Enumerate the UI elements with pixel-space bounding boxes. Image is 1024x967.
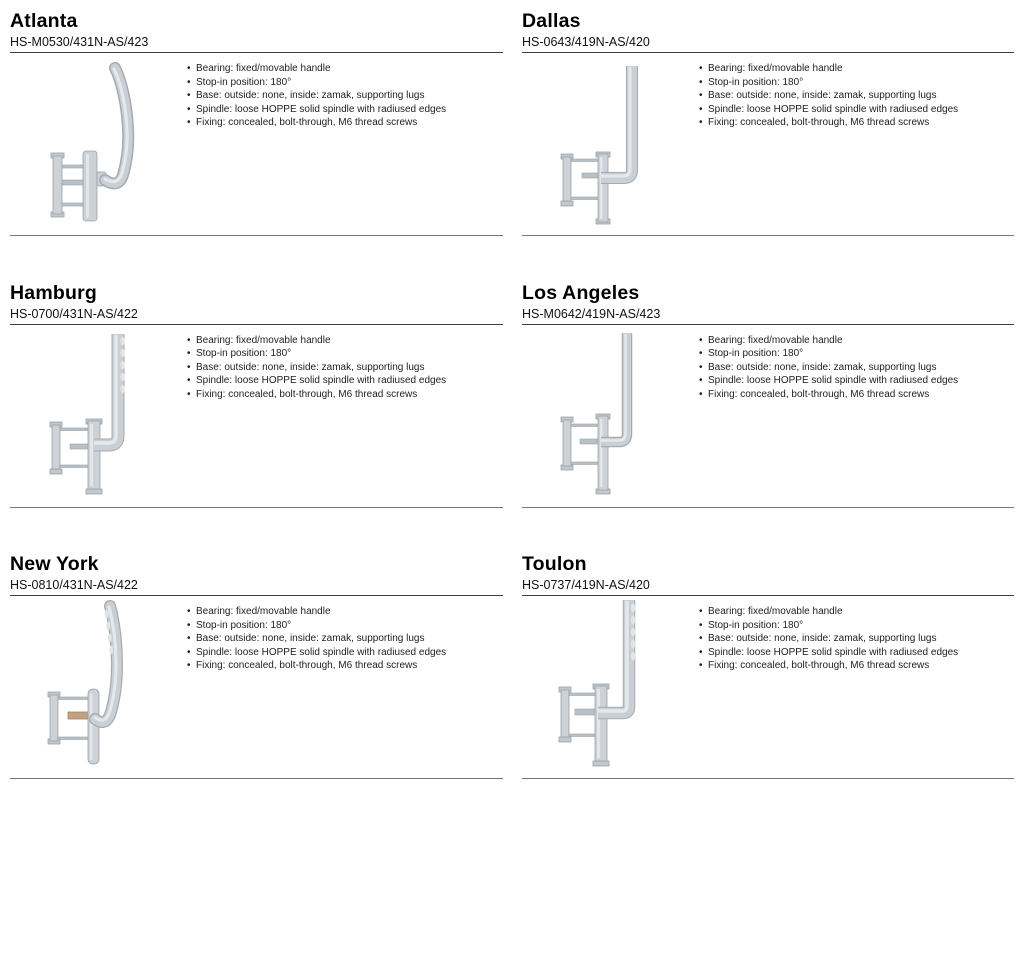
spec-stop-in-position: Stop-in position: 180° xyxy=(187,347,446,361)
product-card-atlanta: Atlanta HS-M0530/431N-AS/423 xyxy=(10,10,503,236)
section-divider xyxy=(522,506,1014,508)
spec-base: Base: outside: none, inside: zamak, supp… xyxy=(699,89,958,103)
section-divider xyxy=(10,506,503,508)
product-card-los-angeles: Los Angeles HS-M0642/419N-AS/423 xyxy=(522,282,1014,508)
section-divider xyxy=(522,778,1014,779)
spec-base: Base: outside: none, inside: zamak, supp… xyxy=(699,632,958,646)
spec-spindle: Spindle: loose HOPPE solid spindle with … xyxy=(699,103,958,117)
grip-handle-image xyxy=(49,333,125,494)
product-photo xyxy=(10,596,187,778)
spec-base: Base: outside: none, inside: zamak, supp… xyxy=(187,89,446,103)
product-name: Toulon xyxy=(522,553,587,575)
product-photo xyxy=(522,325,699,507)
product-photo xyxy=(10,325,187,507)
header-rule xyxy=(10,323,503,325)
product-name: Los Angeles xyxy=(522,281,640,304)
spec-bearing: Bearing: fixed/movable handle xyxy=(699,605,958,619)
section-divider xyxy=(10,235,503,236)
spec-list: Bearing: fixed/movable handle Stop-in po… xyxy=(187,62,446,235)
spec-fixing: Fixing: concealed, bolt-through, M6 thre… xyxy=(187,116,446,130)
spec-bearing: Bearing: fixed/movable handle xyxy=(187,334,446,348)
product-name: New York xyxy=(10,553,99,575)
spec-stop-in-position: Stop-in position: 180° xyxy=(699,347,958,361)
product-card-toulon: Toulon HS-0737/419N-AS/420 xyxy=(522,553,1014,779)
product-name: Hamburg xyxy=(10,281,97,304)
product-model-number: HS-M0530/431N-AS/423 xyxy=(10,35,149,49)
curved-grip-handle-image xyxy=(47,600,124,765)
spec-bearing: Bearing: fixed/movable handle xyxy=(699,62,958,76)
spec-list: Bearing: fixed/movable handle Stop-in po… xyxy=(699,605,958,778)
spec-stop-in-position: Stop-in position: 180° xyxy=(699,619,958,633)
product-model-number: HS-0810/431N-AS/422 xyxy=(10,578,138,592)
spec-bearing: Bearing: fixed/movable handle xyxy=(699,334,958,348)
spec-stop-in-position: Stop-in position: 180° xyxy=(187,76,446,90)
header-rule xyxy=(522,323,1014,325)
product-model-number: HS-0700/431N-AS/422 xyxy=(10,306,138,321)
spec-fixing: Fixing: concealed, bolt-through, M6 thre… xyxy=(699,116,958,130)
swan-neck-handle-image xyxy=(50,62,135,222)
spec-spindle: Spindle: loose HOPPE solid spindle with … xyxy=(187,374,446,388)
product-card-hamburg: Hamburg HS-0700/431N-AS/422 xyxy=(10,282,503,508)
spec-bearing: Bearing: fixed/movable handle xyxy=(187,62,446,76)
header-rule xyxy=(522,595,1014,596)
product-model-number: HS-0737/419N-AS/420 xyxy=(522,578,650,592)
spec-stop-in-position: Stop-in position: 180° xyxy=(699,76,958,90)
spec-spindle: Spindle: loose HOPPE solid spindle with … xyxy=(699,646,958,660)
spec-stop-in-position: Stop-in position: 180° xyxy=(187,619,446,633)
header-rule xyxy=(522,52,1014,53)
angular-handle-image xyxy=(560,66,638,225)
spec-spindle: Spindle: loose HOPPE solid spindle with … xyxy=(187,646,446,660)
spec-spindle: Spindle: loose HOPPE solid spindle with … xyxy=(187,103,446,117)
spec-base: Base: outside: none, inside: zamak, supp… xyxy=(187,632,446,646)
product-photo xyxy=(522,596,699,778)
spec-list: Bearing: fixed/movable handle Stop-in po… xyxy=(699,62,958,235)
spec-list: Bearing: fixed/movable handle Stop-in po… xyxy=(187,334,446,507)
product-photo xyxy=(522,53,699,235)
product-photo xyxy=(10,53,187,235)
section-divider xyxy=(10,778,503,779)
header-rule xyxy=(10,52,503,53)
product-model-number: HS-M0642/419N-AS/423 xyxy=(522,306,661,321)
spec-bearing: Bearing: fixed/movable handle xyxy=(187,605,446,619)
spec-list: Bearing: fixed/movable handle Stop-in po… xyxy=(699,334,958,507)
spec-spindle: Spindle: loose HOPPE solid spindle with … xyxy=(699,374,958,388)
product-model-number: HS-0643/419N-AS/420 xyxy=(522,35,650,49)
spec-fixing: Fixing: concealed, bolt-through, M6 thre… xyxy=(187,388,446,402)
product-name: Atlanta xyxy=(10,10,78,32)
product-card-new-york: New York HS-0810/431N-AS/422 xyxy=(10,553,503,779)
slim-angular-handle-image xyxy=(560,332,633,494)
header-rule xyxy=(10,595,503,596)
angular-grip-handle-image xyxy=(558,600,636,767)
spec-fixing: Fixing: concealed, bolt-through, M6 thre… xyxy=(699,659,958,673)
product-name: Dallas xyxy=(522,10,581,32)
spec-fixing: Fixing: concealed, bolt-through, M6 thre… xyxy=(699,388,958,402)
spec-base: Base: outside: none, inside: zamak, supp… xyxy=(699,361,958,375)
section-divider xyxy=(522,235,1014,236)
product-card-dallas: Dallas HS-0643/419N-AS/420 xyxy=(522,10,1014,236)
spec-fixing: Fixing: concealed, bolt-through, M6 thre… xyxy=(187,659,446,673)
spec-base: Base: outside: none, inside: zamak, supp… xyxy=(187,361,446,375)
spec-list: Bearing: fixed/movable handle Stop-in po… xyxy=(187,605,446,778)
